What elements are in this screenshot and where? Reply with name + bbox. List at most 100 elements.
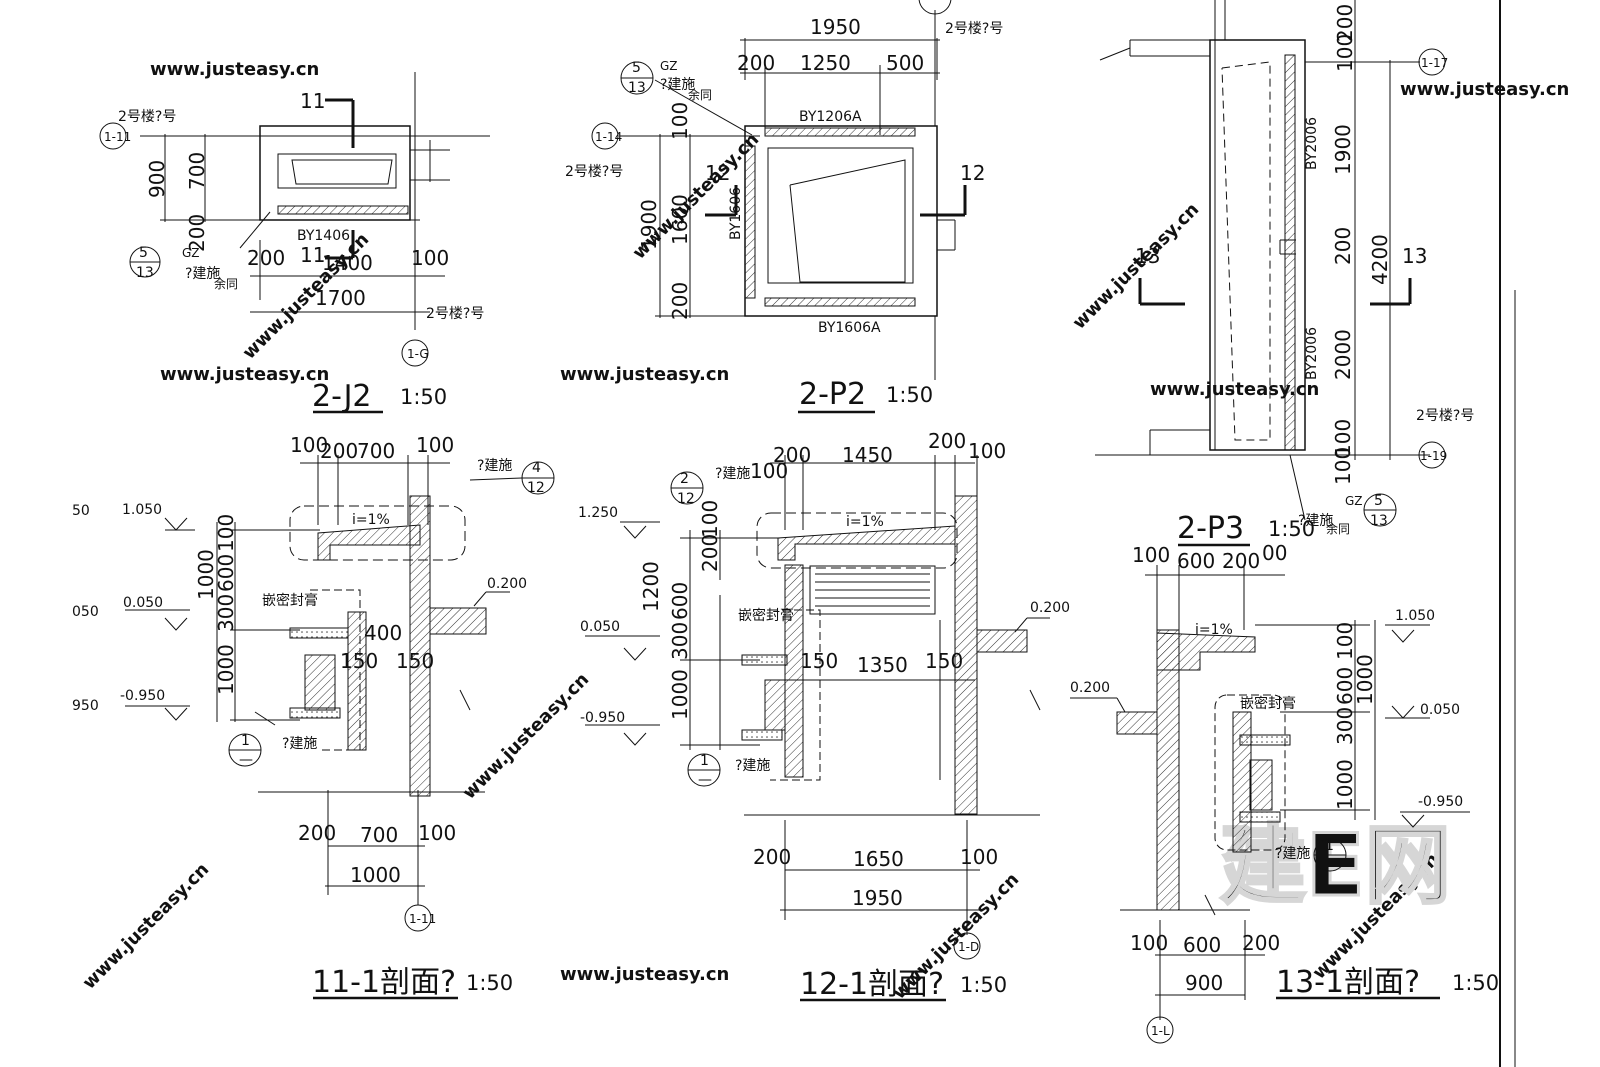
dim-label: 1000: [668, 669, 692, 720]
level-label: 0.050: [1420, 702, 1460, 718]
detail-sheet: 13: [136, 265, 154, 281]
detail-num: 1: [700, 753, 709, 769]
drawing-scale: 1:50: [1452, 971, 1499, 995]
drawing-scale: 1:50: [960, 973, 1007, 997]
section-13-1-text: 100 600 200 00 i=1% 1.050 100 600 300 10…: [1070, 541, 1499, 1038]
dim-label: 100: [1132, 543, 1170, 567]
level-label: 0.200: [1070, 680, 1110, 696]
detail-sheet: 13: [628, 80, 646, 96]
watermark-text: www.justeasy.cn: [160, 364, 329, 385]
dim-label: 1200: [639, 561, 663, 612]
detail-num: 1: [241, 733, 250, 749]
note-label: ?建施: [185, 266, 220, 282]
drawing-title: 12-1剖面?: [800, 967, 944, 1002]
level-label: 1.050: [1395, 608, 1435, 624]
drawing-scale: 1:50: [1268, 517, 1315, 541]
dim-label: 100: [1331, 447, 1355, 485]
dim-label: 100: [411, 246, 449, 270]
note-label: 余同: [688, 87, 712, 102]
level-label: 950: [72, 698, 99, 714]
plan-2-p3: [1095, 0, 1446, 547]
axis-label: 1-11: [409, 912, 436, 926]
level-label: 0.200: [1030, 600, 1070, 616]
level-label: 050: [72, 604, 99, 620]
axis-label: 1-D: [958, 940, 979, 954]
drawing-title: 13-1剖面?: [1276, 965, 1420, 1000]
section-mark: 11: [300, 89, 325, 113]
level-label: 0.200: [487, 576, 527, 592]
dim-label: 1650: [853, 847, 904, 871]
dim-label: 100: [668, 102, 692, 140]
note-label: ?建施: [1298, 513, 1333, 529]
note-label: ?建施: [282, 736, 317, 752]
section-mark: 13: [1402, 244, 1427, 268]
dim-label: 100: [698, 500, 722, 538]
dim-label: 700: [185, 152, 209, 190]
panel-label: BY1606: [728, 187, 744, 240]
dim-label: 200: [1222, 549, 1260, 573]
dim-label: 200: [773, 443, 811, 467]
dim-label: 900: [145, 160, 169, 198]
dim-label: 600: [1183, 933, 1221, 957]
axis-label: 1-17: [1421, 56, 1448, 70]
drawing-scale: 1:50: [400, 385, 447, 409]
dim-label: 1000: [214, 644, 238, 695]
detail-sheet: —: [698, 772, 712, 788]
level-label: 0.050: [123, 595, 163, 611]
dim-label: 200: [247, 246, 285, 270]
detail-sheet: —: [239, 752, 253, 768]
section-mark: 11: [300, 243, 325, 267]
dim-label: 200: [928, 429, 966, 453]
watermark-logo: 建E网: [1220, 816, 1451, 916]
panel-label: BY1206A: [799, 109, 862, 125]
section-mark: 12: [705, 161, 730, 185]
note-label: ?建施: [735, 758, 770, 774]
dim-label: 1950: [810, 15, 861, 39]
dim-label: 150: [340, 649, 378, 673]
seal-label: 嵌密封膏: [738, 607, 794, 624]
drawing-title: 2-P3: [1177, 511, 1244, 546]
drawing-title: 2-J2: [312, 379, 372, 414]
watermark-text: www.justeasy.cn: [560, 964, 729, 985]
dim-label: 600: [214, 554, 238, 592]
dim-label: 600: [668, 582, 692, 620]
watermark-text: www.justeasy.cn: [1400, 79, 1569, 100]
dim-label: 100: [1130, 931, 1168, 955]
drawing-title: 2-P2: [799, 377, 866, 412]
axis-label: 1-G: [407, 347, 429, 361]
dim-label: 600: [1333, 667, 1357, 705]
building-label: 2号楼?号: [945, 21, 1003, 37]
axis-label: 1-L: [1151, 1024, 1170, 1038]
dim-label: 500: [886, 51, 924, 75]
watermark-text: www.justeasy.cn: [459, 669, 594, 804]
level-label: -0.950: [1418, 794, 1463, 810]
level-label: 0.050: [580, 619, 620, 635]
note-label: ?建施: [715, 466, 750, 482]
section-12-1-text: 2 12 ?建施 100 200 1450 200 100 1.250 i=1%…: [578, 429, 1070, 1002]
building-label: 2号楼?号: [565, 164, 623, 180]
dim-label: 100: [960, 845, 998, 869]
dim-label: 1400: [322, 251, 373, 275]
panel-label: BY2006: [1304, 117, 1320, 170]
panel-label: BY1406: [297, 228, 350, 244]
dim-label: 200: [1333, 4, 1357, 42]
dim-label: 200: [298, 821, 336, 845]
dim-label: 200: [320, 439, 358, 463]
detail-sheet: 12: [677, 491, 695, 507]
dim-label: 100: [214, 514, 238, 552]
detail-num: 5: [632, 60, 641, 76]
axis-label: 1-14: [595, 130, 622, 144]
level-label: 1.050: [122, 502, 162, 518]
dim-label: 700: [357, 439, 395, 463]
detail-sheet: 13: [1370, 513, 1388, 529]
dim-label: 900: [1185, 971, 1223, 995]
note-label: ?建施: [477, 458, 512, 474]
watermark-text: www.justeasy.cn: [560, 364, 729, 385]
dim-label: 1000: [1333, 759, 1357, 810]
detail-sheet: —: [1322, 857, 1336, 873]
dim-label: 1700: [315, 286, 366, 310]
section-mark: 12: [960, 161, 985, 185]
detail-sheet: 12: [527, 480, 545, 496]
building-label: 2号楼?号: [426, 306, 484, 322]
